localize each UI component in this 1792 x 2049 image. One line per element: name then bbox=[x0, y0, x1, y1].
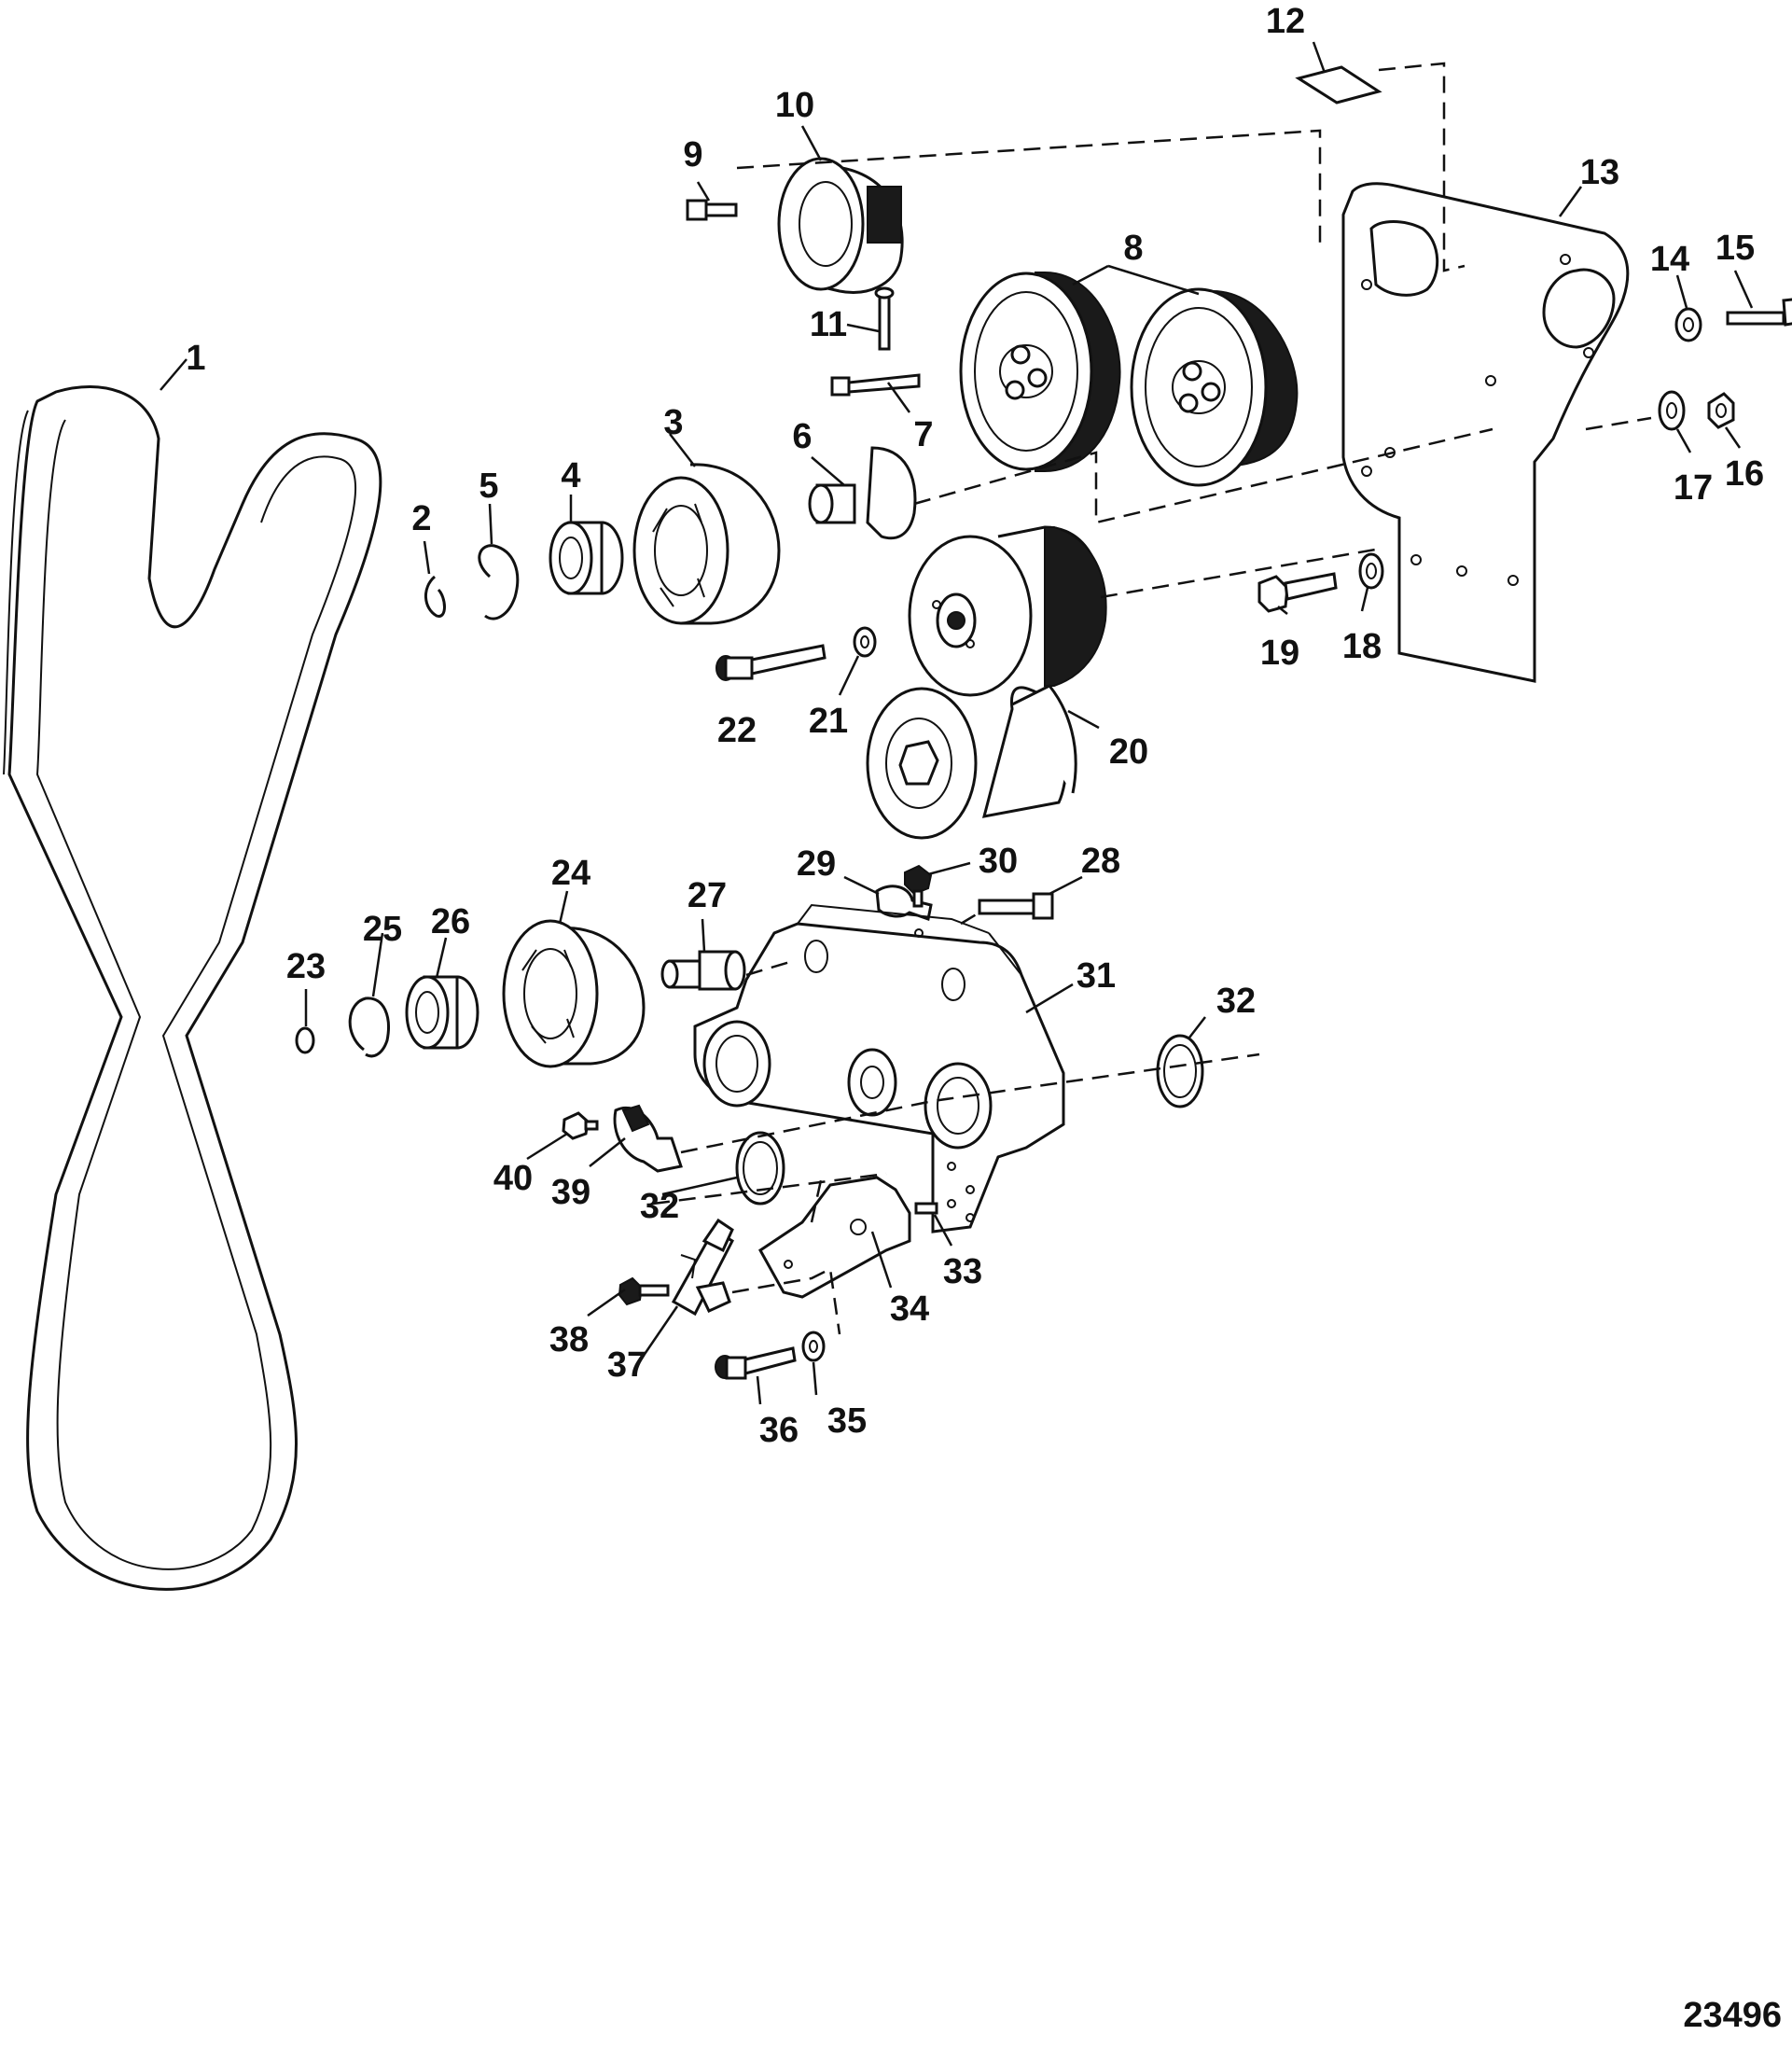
callout-2: 2 bbox=[411, 499, 431, 538]
callout-labels: 1 2 3 4 5 6 7 8 9 10 11 12 13 14 15 16 1… bbox=[186, 2, 1764, 1450]
callout-6: 6 bbox=[792, 417, 812, 456]
callout-37: 37 bbox=[607, 1345, 646, 1385]
callout-22: 22 bbox=[717, 711, 757, 750]
snap-ring-small bbox=[424, 575, 446, 618]
callout-24: 24 bbox=[551, 854, 590, 893]
screw-28 bbox=[978, 892, 1054, 920]
callout-20: 20 bbox=[1109, 732, 1148, 772]
callout-33: 33 bbox=[943, 1252, 982, 1291]
callout-38: 38 bbox=[549, 1320, 589, 1359]
sensor-37 bbox=[671, 1218, 734, 1317]
tensioner-bracket bbox=[693, 903, 1065, 1234]
o-ring-left bbox=[735, 1131, 785, 1206]
callout-29: 29 bbox=[797, 844, 836, 884]
nut-16 bbox=[1707, 392, 1735, 429]
callout-8: 8 bbox=[1123, 229, 1143, 268]
washer-14 bbox=[1674, 307, 1702, 342]
callout-4: 4 bbox=[561, 456, 580, 495]
callout-1: 1 bbox=[186, 339, 205, 378]
callout-36: 36 bbox=[759, 1411, 799, 1450]
washer-18 bbox=[1358, 552, 1384, 590]
sensor-bracket bbox=[758, 1176, 911, 1299]
collar-screw bbox=[874, 286, 895, 351]
bolt-40 bbox=[562, 1111, 599, 1140]
callout-11: 11 bbox=[810, 305, 847, 344]
belt-tensioner bbox=[866, 525, 1107, 840]
retaining-ring-25 bbox=[348, 997, 390, 1058]
callout-10: 10 bbox=[775, 86, 814, 125]
callout-15: 15 bbox=[1716, 229, 1755, 268]
callout-31: 31 bbox=[1077, 956, 1116, 996]
callout-21: 21 bbox=[809, 702, 848, 741]
callout-13: 13 bbox=[1580, 153, 1619, 192]
idler-stud bbox=[808, 446, 917, 540]
idler-pulley-lower bbox=[502, 919, 646, 1068]
callout-25: 25 bbox=[363, 910, 402, 949]
drive-pulley-left bbox=[959, 272, 1121, 472]
callout-28: 28 bbox=[1081, 842, 1120, 881]
callout-7: 7 bbox=[913, 415, 933, 454]
drive-belt bbox=[3, 384, 382, 1591]
bolt-15 bbox=[1726, 298, 1792, 327]
dowel-pin bbox=[914, 1202, 938, 1215]
callout-26: 26 bbox=[431, 902, 470, 941]
drawing-number: 23496 bbox=[1683, 1996, 1782, 2035]
callout-40: 40 bbox=[493, 1159, 533, 1198]
bearing bbox=[549, 521, 624, 595]
o-ring-right bbox=[1156, 1034, 1204, 1108]
callout-5: 5 bbox=[479, 467, 498, 506]
snap-ring-23 bbox=[295, 1026, 315, 1054]
bolt-19 bbox=[1257, 572, 1338, 613]
callout-18: 18 bbox=[1342, 627, 1382, 666]
washer-17 bbox=[1658, 390, 1686, 431]
retaining-ring bbox=[478, 544, 520, 620]
callout-34: 34 bbox=[890, 1289, 929, 1329]
clip-29 bbox=[875, 885, 933, 921]
callout-23: 23 bbox=[286, 947, 326, 986]
screw-38 bbox=[618, 1276, 670, 1306]
callout-19: 19 bbox=[1260, 634, 1299, 673]
fitting-39 bbox=[613, 1104, 683, 1173]
callout-17: 17 bbox=[1674, 468, 1713, 508]
screw-36 bbox=[715, 1346, 797, 1380]
callout-16: 16 bbox=[1725, 454, 1764, 494]
mounting-plate bbox=[1341, 182, 1630, 683]
washer-21 bbox=[853, 626, 877, 658]
callout-30: 30 bbox=[979, 842, 1018, 881]
assembly-lines bbox=[652, 62, 1652, 1335]
callout-32-second: 32 bbox=[640, 1187, 679, 1226]
drive-pulley-right bbox=[1130, 287, 1299, 487]
callout-9: 9 bbox=[683, 135, 702, 174]
callout-3: 3 bbox=[663, 403, 683, 442]
callout-12: 12 bbox=[1266, 2, 1305, 41]
idler-pulley-upper bbox=[632, 463, 781, 625]
clamp-bolt bbox=[686, 199, 738, 221]
callout-35: 35 bbox=[827, 1401, 867, 1441]
split-collar bbox=[777, 157, 904, 294]
bolt-22 bbox=[715, 644, 827, 681]
decal bbox=[1295, 65, 1382, 105]
washer-35 bbox=[801, 1331, 826, 1362]
callout-32: 32 bbox=[1216, 982, 1256, 1021]
leader-lines bbox=[160, 41, 1754, 1405]
callout-27: 27 bbox=[688, 876, 727, 915]
callout-14: 14 bbox=[1650, 240, 1689, 279]
long-bolt bbox=[830, 373, 921, 397]
callout-39: 39 bbox=[551, 1173, 590, 1212]
bearing-26 bbox=[405, 975, 479, 1050]
bolt-30 bbox=[904, 864, 933, 908]
pivot-shaft bbox=[660, 950, 746, 991]
